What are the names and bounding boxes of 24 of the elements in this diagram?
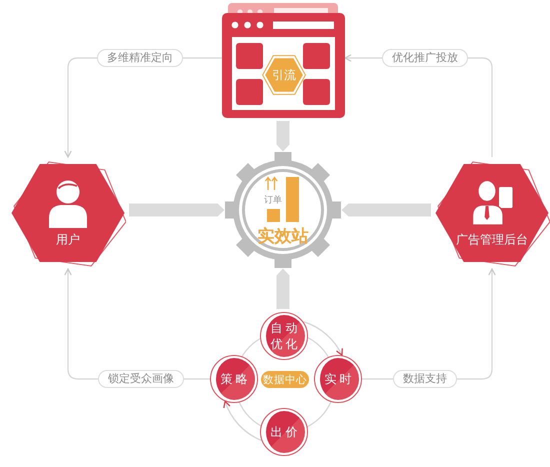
app-tile: [236, 79, 263, 105]
block-arrow: [342, 204, 431, 216]
step-circle: 实时: [314, 355, 362, 403]
app-tile: [236, 43, 263, 69]
chart-caption: 订单: [264, 194, 282, 206]
block-arrow: [276, 268, 290, 309]
hexagon-tag: 引流: [262, 55, 306, 95]
cycle-arrow: [303, 321, 343, 356]
edge-label: 多维精准定向: [97, 49, 183, 67]
badge-label: 用户: [56, 232, 80, 248]
badge-label: 广告管理后台: [456, 232, 528, 248]
edge-label: 锁定受众画像: [98, 370, 184, 388]
step-circle: 策略: [210, 355, 258, 403]
edge-label: 数据支持: [393, 370, 457, 388]
step-circle: 出价: [260, 408, 308, 456]
edge-label: 优化推广投放: [382, 49, 468, 67]
cycle-arrow: [224, 400, 262, 441]
block-arrow: [129, 204, 224, 216]
step-circle: 自动优化: [260, 312, 308, 360]
pill-badge: 数据中心: [261, 371, 309, 388]
app-tile: [303, 79, 330, 105]
block-arrow: [276, 121, 290, 152]
hub-title: 实效站: [258, 226, 308, 248]
app-tile: [303, 43, 330, 69]
